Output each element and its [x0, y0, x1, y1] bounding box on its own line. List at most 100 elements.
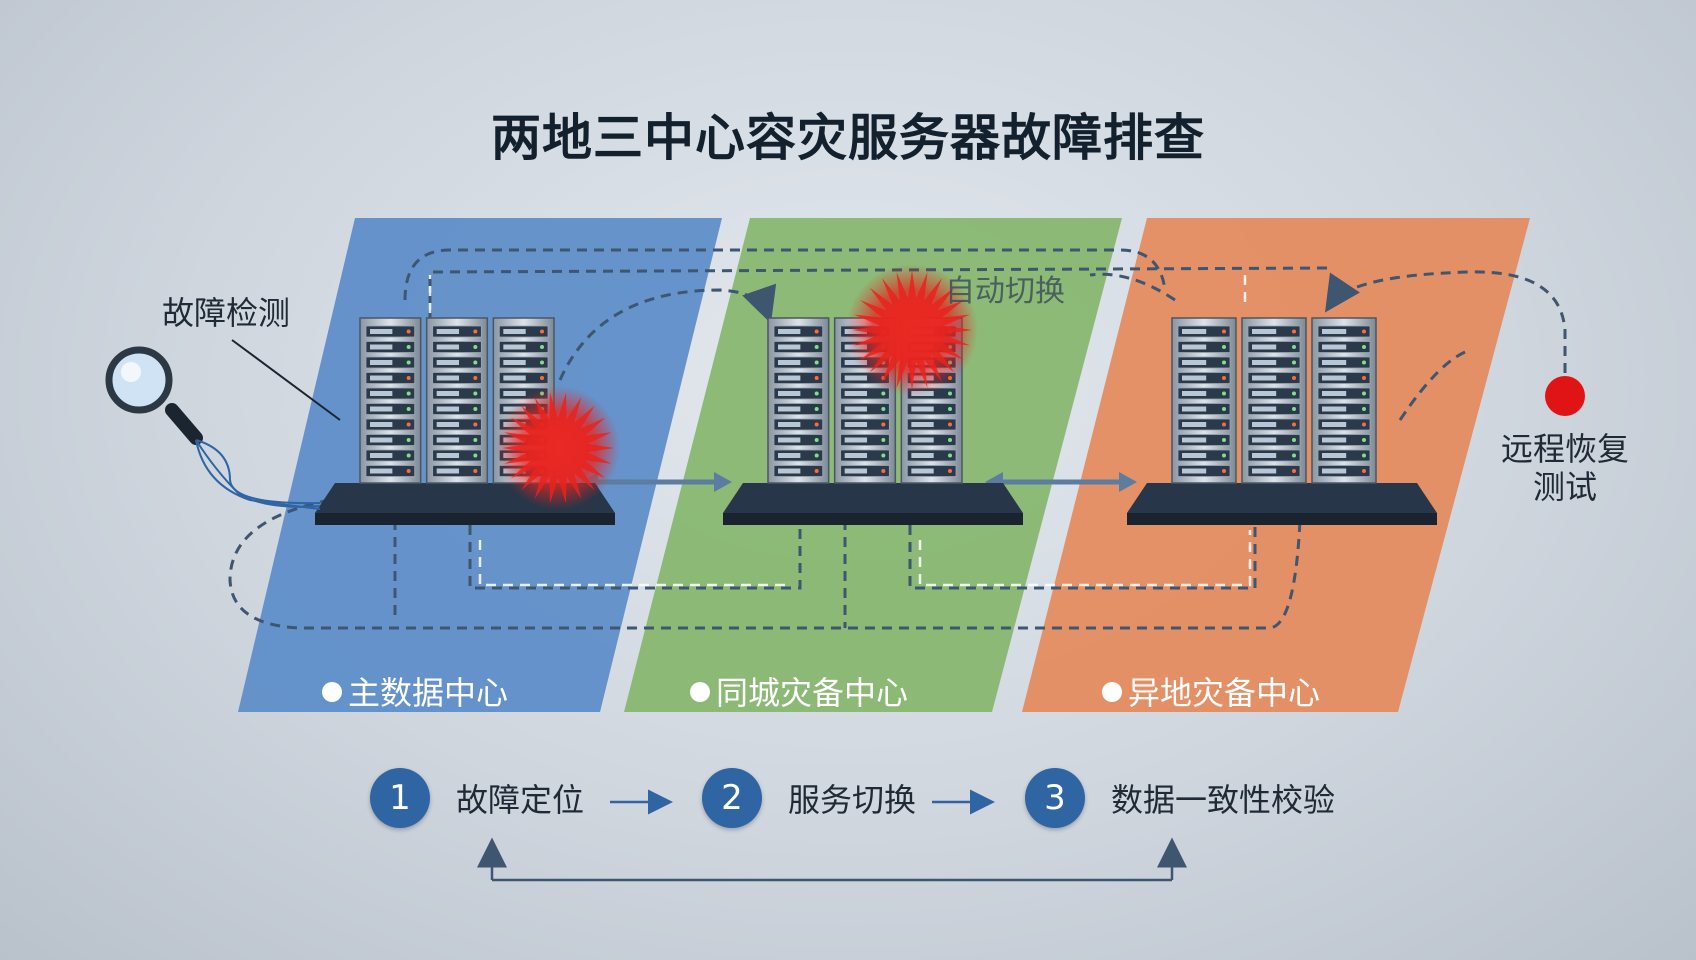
server-unit-face: [1252, 391, 1277, 396]
server-unit-face: [436, 437, 460, 443]
server-unit-face: [911, 468, 934, 474]
status-led: [1362, 376, 1366, 380]
server-unit-face: [1322, 437, 1347, 443]
server-unit-face: [503, 391, 526, 396]
server-unit-face: [370, 437, 393, 443]
server-unit-face: [1252, 360, 1277, 365]
status-led: [473, 469, 478, 473]
status-led: [1362, 360, 1366, 365]
server-unit-face: [1322, 344, 1347, 350]
server-unit-face: [778, 453, 801, 458]
status-led: [1222, 469, 1226, 473]
page-title: 两地三中心容灾服务器故障排查: [491, 109, 1205, 167]
server-cluster-remote: [1127, 317, 1437, 525]
server-unit-face: [911, 422, 934, 427]
server-unit-face: [1252, 468, 1277, 474]
status-led: [948, 407, 952, 411]
status-led: [1362, 345, 1366, 349]
server-unit-face: [778, 344, 801, 350]
fault-detection-label: 故障检测: [162, 294, 291, 332]
server-unit-face: [370, 375, 393, 381]
status-led: [948, 438, 952, 442]
status-led: [406, 345, 411, 349]
server-unit-face: [436, 391, 460, 396]
status-led: [1292, 329, 1296, 334]
server-unit-face: [1252, 453, 1277, 458]
bullet-dot: [322, 682, 342, 702]
server-unit-face: [436, 375, 460, 381]
server-unit-face: [370, 391, 393, 396]
status-led: [881, 391, 886, 396]
bullet-dot: [1102, 682, 1122, 702]
status-led: [473, 391, 478, 396]
step-label: 数据一致性校验: [1111, 781, 1336, 819]
status-led: [814, 345, 819, 349]
server-base: [723, 483, 1023, 513]
server-unit-face: [370, 468, 393, 474]
status-led: [473, 422, 478, 427]
status-led: [881, 407, 886, 411]
fault-burst-same-city: [846, 264, 978, 396]
status-led: [473, 438, 478, 442]
server-unit-face: [370, 329, 393, 334]
server-unit-face: [436, 468, 460, 474]
status-led: [540, 360, 544, 365]
status-led: [406, 391, 411, 396]
status-led: [406, 329, 411, 334]
server-unit-face: [844, 391, 868, 396]
status-led: [1222, 376, 1226, 380]
server-unit-face: [1182, 391, 1207, 396]
magnifier-icon: [105, 346, 203, 445]
status-led: [473, 345, 478, 349]
server-unit-face: [1322, 329, 1347, 334]
status-led: [1222, 345, 1226, 349]
server-unit-face: [1322, 406, 1347, 412]
server-unit-face: [844, 406, 868, 412]
server-unit-face: [436, 360, 460, 365]
step-label: 服务切换: [788, 781, 917, 819]
status-led: [406, 438, 411, 442]
status-led: [948, 422, 952, 427]
status-led: [1362, 407, 1366, 411]
server-unit-face: [1252, 329, 1277, 334]
status-led: [814, 391, 819, 396]
server-unit-face: [1252, 422, 1277, 427]
status-led: [540, 329, 544, 334]
server-base-edge: [315, 513, 615, 525]
status-led: [473, 376, 478, 380]
server-unit-face: [911, 406, 934, 412]
server-unit-face: [1182, 437, 1207, 443]
status-led: [1222, 407, 1226, 411]
dc-label-same-city: 同城灾备中心: [690, 668, 908, 714]
status-led: [1292, 376, 1296, 380]
fault-burst-primary: [496, 386, 620, 510]
server-unit-face: [1322, 360, 1347, 365]
status-led: [814, 469, 819, 473]
server-unit-face: [370, 344, 393, 350]
status-led: [1292, 345, 1296, 349]
server-unit-face: [503, 375, 526, 381]
server-unit-face: [503, 329, 526, 334]
fault-detect-leader: [231, 339, 341, 421]
status-led: [814, 453, 819, 458]
server-unit-face: [1322, 453, 1347, 458]
server-unit-face: [1182, 453, 1207, 458]
status-led: [1362, 438, 1366, 442]
server-unit-face: [778, 329, 801, 334]
status-led: [1222, 329, 1226, 334]
step-number-badge: 3: [1025, 768, 1085, 828]
status-led: [1362, 469, 1366, 473]
status-led: [473, 453, 478, 458]
server-base-edge: [1127, 513, 1437, 525]
server-unit-face: [1322, 391, 1347, 396]
server-unit-face: [1322, 422, 1347, 427]
status-led: [406, 469, 411, 473]
status-led: [881, 469, 886, 473]
status-led: [814, 360, 819, 365]
status-led: [473, 329, 478, 334]
server-unit-face: [778, 468, 801, 474]
server-unit-face: [503, 360, 526, 365]
server-unit-face: [778, 375, 801, 381]
server-unit-face: [436, 329, 460, 334]
status-led: [1222, 360, 1226, 365]
